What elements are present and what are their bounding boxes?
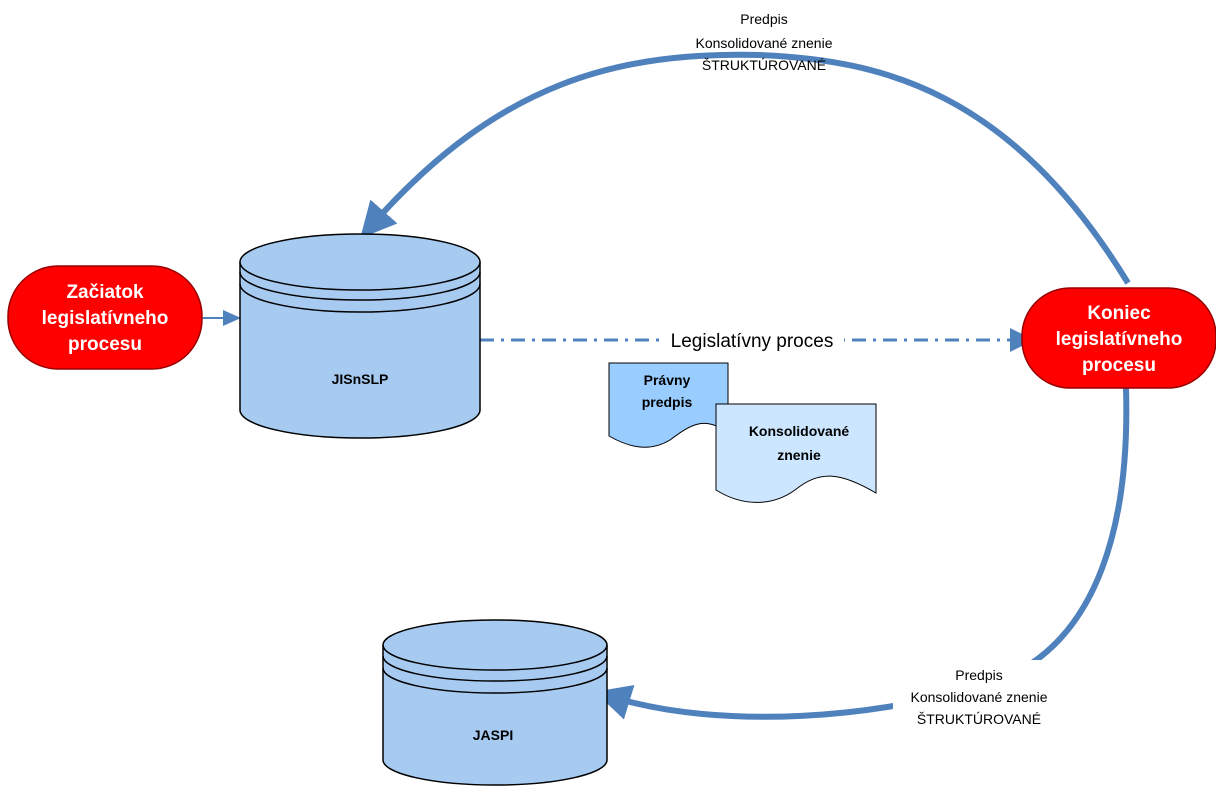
top-edge-label: Predpis Konsolidované znenie ŠTRUKTÚROVA… xyxy=(696,11,833,73)
doc-pravny-predpis: Právny predpis xyxy=(608,362,729,448)
start-node-line-3: procesu xyxy=(68,334,142,355)
start-node-line-2: legislatívneho xyxy=(42,308,169,329)
bottom-edge-label-line-2: Konsolidované znenie xyxy=(911,689,1048,705)
jaspi-label: JASPI xyxy=(473,727,513,743)
start-node: Začiatok legislatívneho procesu xyxy=(7,265,203,370)
top-edge-label-line-3: ŠTRUKTÚROVANÉ xyxy=(702,57,826,73)
doc-pravny-predpis-line-1: Právny xyxy=(644,372,691,388)
jisnslp-label: JISnSLP xyxy=(332,371,389,387)
end-node: Koniec legislatívneho procesu xyxy=(1021,287,1216,389)
doc-pravny-predpis-line-2: predpis xyxy=(642,394,693,410)
top-return-arrow xyxy=(360,51,1131,285)
end-node-line-3: procesu xyxy=(1082,355,1156,376)
top-edge-label-line-1: Predpis xyxy=(740,11,787,27)
jaspi-database: JASPI xyxy=(382,619,608,786)
top-edge-label-line-2: Konsolidované znenie xyxy=(696,35,833,51)
end-node-line-2: legislatívneho xyxy=(1056,329,1183,350)
doc-konsolidovane-line-1: Konsolidované xyxy=(749,423,850,439)
end-node-line-1: Koniec xyxy=(1087,303,1151,324)
jisnslp-database: JISnSLP xyxy=(239,233,481,439)
doc-konsolidovane-znenie: Konsolidované znenie xyxy=(715,403,877,503)
bottom-edge-label-line-3: ŠTRUKTÚROVANÉ xyxy=(917,711,1041,727)
doc-konsolidovane-line-2: znenie xyxy=(777,447,821,463)
bottom-edge-label-line-1: Predpis xyxy=(955,667,1002,683)
start-node-line-1: Začiatok xyxy=(66,282,144,303)
bottom-edge-label: Predpis Konsolidované znenie ŠTRUKTÚROVA… xyxy=(893,660,1065,730)
legislative-process-label: Legislatívny proces xyxy=(671,331,834,352)
